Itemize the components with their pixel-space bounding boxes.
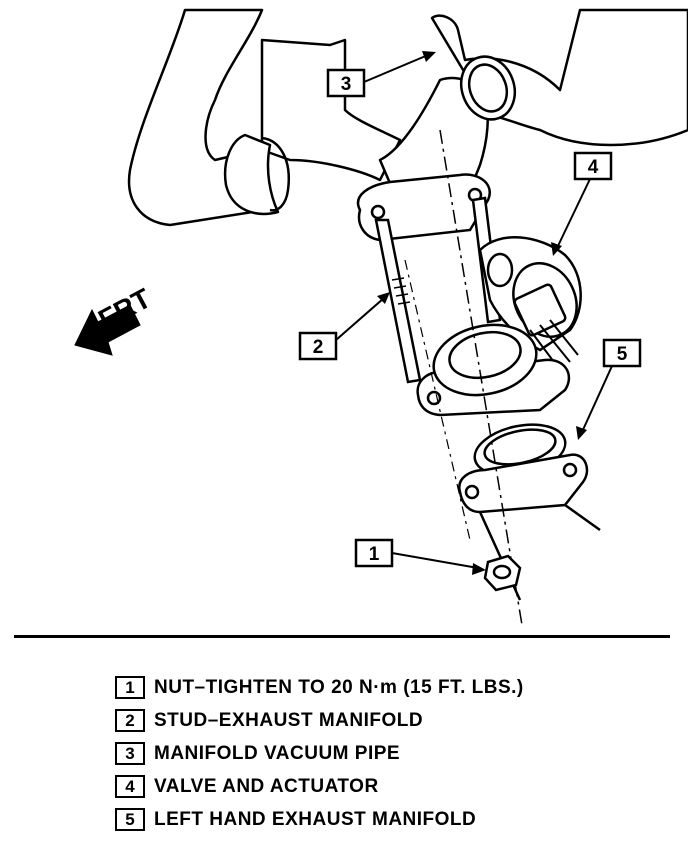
legend-item: 3 MANIFOLD VACUUM PIPE — [115, 738, 675, 769]
legend-item: 4 VALVE AND ACTUATOR — [115, 771, 675, 802]
legend-item: 1 NUT–TIGHTEN TO 20 N·m (15 FT. LBS.) — [115, 672, 675, 703]
legend-item: 5 LEFT HAND EXHAUST MANIFOLD — [115, 804, 675, 835]
legend-number: 5 — [115, 808, 145, 831]
callout-1-label: 1 — [369, 544, 380, 565]
legend-divider — [14, 635, 670, 638]
stud-center-line — [404, 259, 471, 541]
legend-text: NUT–TIGHTEN TO 20 N·m (15 FT. LBS.) — [154, 676, 524, 698]
left-hand-exhaust-manifold — [458, 453, 601, 601]
legend-text: VALVE AND ACTUATOR — [154, 775, 379, 797]
nut — [483, 554, 522, 592]
callout-3: 3 — [326, 51, 436, 98]
legend: 1 NUT–TIGHTEN TO 20 N·m (15 FT. LBS.) 2 … — [115, 672, 675, 837]
front-arrow-icon — [74, 304, 141, 356]
legend-text: STUD–EXHAUST MANIFOLD — [154, 709, 424, 731]
legend-text: MANIFOLD VACUUM PIPE — [154, 742, 401, 764]
callout-1: 1 — [354, 538, 486, 575]
legend-text: LEFT HAND EXHAUST MANIFOLD — [154, 808, 477, 830]
legend-number: 3 — [115, 742, 145, 765]
callout-4-label: 4 — [588, 157, 599, 178]
callout-5: 5 — [576, 338, 642, 440]
legend-number: 1 — [115, 676, 145, 699]
callout-3-label: 3 — [341, 74, 352, 95]
front-direction-indicator: FRT — [74, 282, 156, 356]
callout-4: 4 — [551, 151, 613, 256]
callout-2-label: 2 — [313, 337, 324, 358]
legend-item: 2 STUD–EXHAUST MANIFOLD — [115, 705, 675, 736]
upper-flange — [356, 173, 491, 242]
callout-2: 2 — [298, 292, 390, 361]
center-line — [439, 129, 523, 626]
legend-number: 4 — [115, 775, 145, 798]
callout-5-label: 5 — [617, 344, 628, 365]
valve-actuator — [478, 236, 582, 371]
valve-housing-flange — [416, 323, 571, 417]
legend-number: 2 — [115, 709, 145, 732]
exhaust-pipe-assembly — [127, 8, 688, 227]
